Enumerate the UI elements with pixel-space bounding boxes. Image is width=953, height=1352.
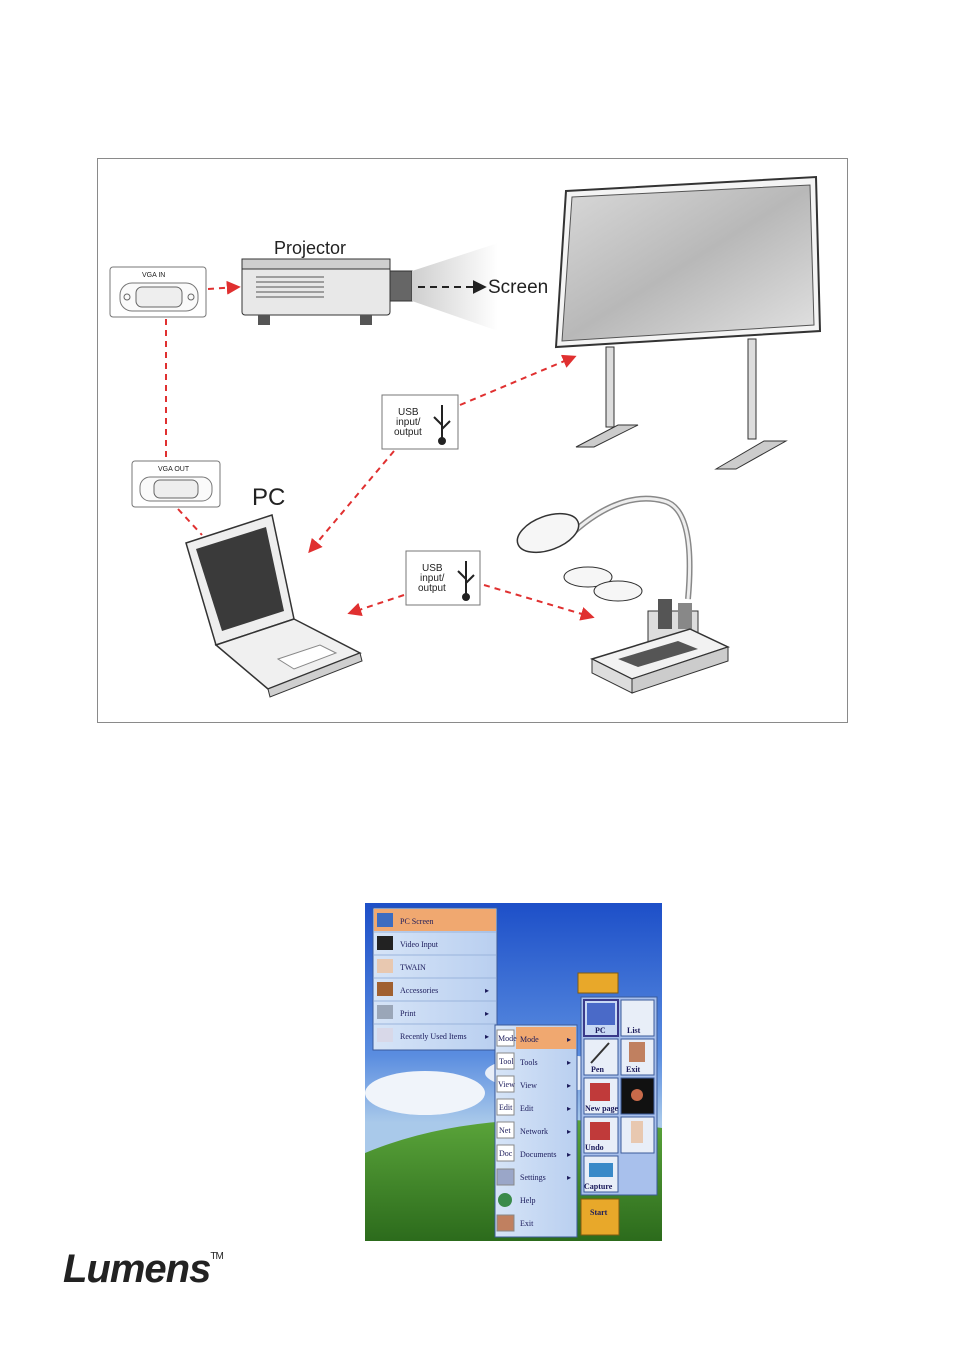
menu-item-print[interactable]: Print ▸ <box>377 1005 489 1019</box>
svg-text:Edit: Edit <box>499 1103 513 1112</box>
toolbar-button-list[interactable]: List <box>620 999 655 1037</box>
svg-text:Undo: Undo <box>585 1143 604 1152</box>
vga-in-label: VGA IN <box>142 272 165 279</box>
usb-bottom-line3: output <box>418 583 446 594</box>
svg-text:Help: Help <box>520 1196 536 1205</box>
software-screenshot: PC Screen Video Input TWAIN Accessories … <box>365 903 662 1241</box>
trademark-symbol: TM <box>210 1251 223 1262</box>
diagram-canvas: VGA IN Projector Screen <box>109 175 822 698</box>
toolbar-button-undo[interactable]: Undo <box>583 1116 619 1154</box>
brand-name: Lumens <box>63 1247 211 1291</box>
toolbar-button-exit[interactable]: Exit <box>620 1038 655 1076</box>
interactive-whiteboard <box>554 175 822 470</box>
svg-text:Edit: Edit <box>520 1104 534 1113</box>
toolbar-button-capture[interactable]: Capture <box>583 1155 619 1193</box>
submenu-item-network[interactable]: Net Network ▸ <box>496 1121 571 1139</box>
svg-text:PC: PC <box>595 1026 606 1035</box>
svg-text:Network: Network <box>520 1127 548 1136</box>
usb-top-line3: output <box>394 427 422 438</box>
projector-icon: Projector <box>241 238 498 331</box>
usb-box-bottom: USB input/ output <box>405 550 481 606</box>
usb-icon <box>457 561 475 601</box>
document-camera-icon <box>516 495 731 694</box>
usb-top-line2: input/ <box>396 417 421 428</box>
svg-text:Net: Net <box>499 1126 511 1135</box>
vga-in-connector: VGA IN <box>109 266 207 318</box>
submenu-item-documents[interactable]: Doc Documents ▸ <box>496 1144 571 1162</box>
vga-out-connector: VGA OUT <box>131 460 221 508</box>
svg-text:Tools: Tools <box>520 1058 538 1067</box>
svg-text:▸: ▸ <box>485 1009 489 1018</box>
usb-icon <box>433 405 451 445</box>
submenu-arrow: ▸ <box>485 986 489 995</box>
svg-text:Start: Start <box>590 1208 608 1217</box>
toolbar-start-button[interactable]: Start <box>580 1198 620 1236</box>
screen-label: Screen <box>488 277 548 298</box>
svg-text:List: List <box>627 1026 641 1035</box>
vga-out-label: VGA OUT <box>158 466 190 473</box>
projector-label: Projector <box>274 238 346 258</box>
svg-text:Exit: Exit <box>520 1219 534 1228</box>
svg-text:▸: ▸ <box>567 1058 571 1067</box>
laptop-icon: PC <box>185 484 363 698</box>
usb-bottom-line1: USB <box>422 563 443 574</box>
menu-item-recent[interactable]: Recently Used Items ▸ <box>377 1028 489 1042</box>
toolbar-button-video[interactable] <box>620 1077 655 1115</box>
svg-text:▸: ▸ <box>485 1032 489 1041</box>
svg-text:TWAIN: TWAIN <box>400 963 426 972</box>
toolbar-button-twain[interactable] <box>620 1116 655 1154</box>
svg-text:Video Input: Video Input <box>400 940 439 949</box>
svg-text:Mode: Mode <box>498 1034 517 1043</box>
sub-menu: Mode Mode ▸ Tool Tools ▸ View View ▸ Edi… <box>494 1024 578 1238</box>
toolbar-button-pc[interactable]: PC <box>583 999 619 1037</box>
svg-text:View: View <box>498 1080 515 1089</box>
submenu-item-edit[interactable]: Edit Edit ▸ <box>496 1098 571 1116</box>
svg-text:▸: ▸ <box>567 1081 571 1090</box>
svg-text:Recently Used Items: Recently Used Items <box>400 1032 467 1041</box>
toolbar-button-new-page[interactable]: New page <box>583 1077 619 1115</box>
desktop-canvas: PC Screen Video Input TWAIN Accessories … <box>365 903 662 1241</box>
svg-text:▸: ▸ <box>567 1127 571 1136</box>
menu-item-video-input[interactable]: Video Input <box>377 936 439 950</box>
svg-text:Pen: Pen <box>591 1065 604 1074</box>
svg-text:Tool: Tool <box>499 1057 514 1066</box>
usb-box-top: USB input/ output <box>381 394 459 450</box>
usb-top-line1: USB <box>398 407 419 418</box>
svg-text:Accessories: Accessories <box>400 986 438 995</box>
submenu-item-mode[interactable]: Mode Mode ▸ <box>496 1027 576 1049</box>
floating-toolbar: PC List Pen Exit New page <box>577 972 658 1236</box>
svg-text:▸: ▸ <box>567 1173 571 1182</box>
svg-text:Doc: Doc <box>499 1149 513 1158</box>
svg-text:Settings: Settings <box>520 1173 546 1182</box>
usb-bottom-line2: input/ <box>420 573 445 584</box>
svg-text:▸: ▸ <box>567 1104 571 1113</box>
menu-item-label: PC Screen <box>400 917 434 926</box>
svg-text:Documents: Documents <box>520 1150 556 1159</box>
submenu-item-tools[interactable]: Tool Tools ▸ <box>496 1052 571 1070</box>
lumens-logo: LumensTM <box>63 1247 224 1292</box>
submenu-item-exit[interactable]: Exit <box>496 1214 534 1232</box>
submenu-item-view[interactable]: View View ▸ <box>496 1075 571 1093</box>
submenu-item-settings[interactable]: Settings ▸ <box>496 1168 571 1186</box>
submenu-item-help[interactable]: Help <box>498 1193 536 1207</box>
menu-item-accessories[interactable]: Accessories ▸ <box>377 982 489 996</box>
svg-text:Print: Print <box>400 1009 416 1018</box>
svg-text:Exit: Exit <box>626 1065 641 1074</box>
toolbar-button-pen[interactable]: Pen <box>583 1038 619 1076</box>
svg-text:▸: ▸ <box>567 1035 571 1044</box>
menu-item-twain[interactable]: TWAIN <box>377 959 426 973</box>
main-menu: PC Screen Video Input TWAIN Accessories … <box>372 907 498 1051</box>
connection-diagram: VGA IN Projector Screen <box>97 158 848 723</box>
svg-text:New page: New page <box>585 1104 619 1113</box>
svg-text:▸: ▸ <box>567 1150 571 1159</box>
svg-text:Mode: Mode <box>520 1035 539 1044</box>
menu-item-pc-screen[interactable]: PC Screen <box>374 909 496 931</box>
pc-label: PC <box>252 484 285 511</box>
svg-text:Capture: Capture <box>584 1182 613 1191</box>
svg-text:View: View <box>520 1081 537 1090</box>
